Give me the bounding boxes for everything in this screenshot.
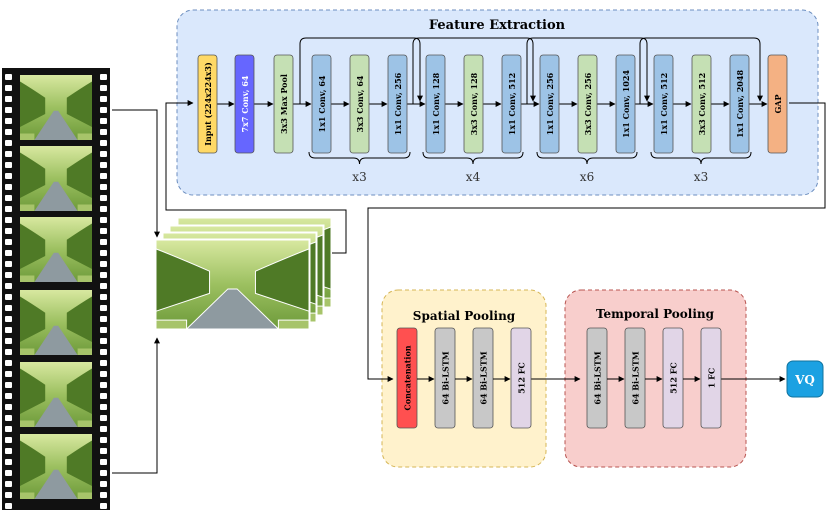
- spatial-block-label: 64 Bi-LSTM: [479, 351, 489, 404]
- repeat-label: x6: [580, 170, 594, 184]
- fe-block-label: GAP: [773, 94, 783, 113]
- fe-block: 1x1 Conv, 512: [501, 54, 522, 154]
- feature-extraction-connectors: [217, 37, 768, 165]
- film-frame: [20, 362, 92, 427]
- fe-block-label: 1x1 Conv, 256: [545, 72, 555, 135]
- fe-block-label: 1x1 Conv, 64: [317, 75, 327, 132]
- film-frames: [20, 75, 92, 499]
- stacked-frame: [154, 238, 311, 331]
- fe-block: 1x1 Conv, 64: [311, 54, 332, 154]
- temporal-block-label: 64 Bi-LSTM: [593, 351, 603, 404]
- film-frame: [20, 217, 92, 282]
- film-sprockets: [5, 74, 107, 509]
- fe-block: 1x1 Conv, 256: [387, 54, 408, 154]
- temporal-block: 64 Bi-LSTM: [624, 327, 646, 429]
- repeat-labels: x3 x4 x6 x3: [352, 170, 708, 184]
- fe-block-label: 7x7 Conv, 64: [240, 75, 250, 132]
- film-strip: [2, 68, 110, 510]
- stacked-frames-image: [154, 216, 333, 331]
- spatial-block-label: 64 Bi-LSTM: [441, 351, 451, 404]
- fe-block: 3x3 Conv, 256: [577, 54, 598, 154]
- film-frame: [20, 75, 92, 140]
- temporal-block: 512 FC: [662, 327, 684, 429]
- repeat-label: x4: [466, 170, 481, 184]
- fe-block: 3x3 Conv, 128: [463, 54, 484, 154]
- fe-block: 3x3 Max Pool: [273, 54, 294, 154]
- connectors: [112, 100, 826, 474]
- fe-block-label: 1x1 Conv, 128: [431, 72, 441, 135]
- fe-block-label: 3x3 Conv, 256: [583, 72, 593, 135]
- spatial-block: 64 Bi-LSTM: [472, 327, 494, 429]
- feature-extraction-title: Feature Extraction: [429, 18, 566, 33]
- repeat-label: x3: [694, 170, 708, 184]
- fe-block-label: Input (224x224x3): [203, 62, 213, 146]
- temporal-block-label: 1 FC: [707, 368, 717, 388]
- fe-block-label: 1x1 Conv, 1024: [621, 70, 631, 138]
- fe-block: 1x1 Conv, 256: [539, 54, 560, 154]
- spatial-block-label: Concatenation: [403, 345, 413, 410]
- fe-block-label: 1x1 Conv, 256: [393, 72, 403, 135]
- fe-block-label: 3x3 Conv, 128: [469, 72, 479, 135]
- fe-block-label: 1x1 Conv, 512: [507, 73, 517, 135]
- film-frame: [20, 434, 92, 499]
- film-frame: [20, 146, 92, 211]
- spatial-block: 64 Bi-LSTM: [434, 327, 456, 429]
- fe-block-label: 1x1 Conv, 512: [659, 73, 669, 135]
- fe-block: 1x1 Conv, 512: [653, 54, 674, 154]
- spatial-pooling-title: Spatial Pooling: [413, 309, 516, 323]
- temporal-pooling-title: Temporal Pooling: [596, 307, 715, 321]
- temporal-block-label: 512 FC: [669, 362, 679, 394]
- spatial-block-label: 512 FC: [517, 362, 527, 394]
- fe-block: 7x7 Conv, 64: [234, 54, 255, 154]
- vq-output: VQ: [786, 360, 824, 398]
- fe-block-label: 3x3 Max Pool: [279, 74, 289, 134]
- temporal-block: 64 Bi-LSTM: [586, 327, 608, 429]
- spatial-block: 512 FC: [510, 327, 532, 429]
- fe-block: Input (224x224x3): [197, 54, 218, 154]
- fe-block-label: 1x1 Conv, 2048: [735, 70, 745, 138]
- film-frame: [20, 290, 92, 355]
- temporal-block: 1 FC: [700, 327, 722, 429]
- temporal-pooling-blocks: 64 Bi-LSTM 64 Bi-LSTM 512 FC 1 FC: [586, 327, 722, 429]
- fe-block-label: 3x3 Conv, 64: [355, 75, 365, 132]
- fe-block-label: 3x3 Conv, 512: [697, 73, 707, 135]
- fe-block: 3x3 Conv, 64: [349, 54, 370, 154]
- feature-extraction-blocks: Input (224x224x3) 7x7 Conv, 64 3x3 Max Poo…: [197, 54, 788, 154]
- spatial-block: Concatenation: [396, 327, 418, 429]
- repeat-label: x3: [352, 170, 366, 184]
- spatial-pooling-blocks: Concatenation 64 Bi-LSTM 64 Bi-LSTM 512 FC: [396, 327, 532, 429]
- vq-output-label: VQ: [794, 373, 815, 387]
- fe-block: GAP: [767, 54, 788, 154]
- fe-block: 3x3 Conv, 512: [691, 54, 712, 154]
- fe-block: 1x1 Conv, 2048: [729, 54, 750, 154]
- fe-block: 1x1 Conv, 128: [425, 54, 446, 154]
- temporal-block-label: 64 Bi-LSTM: [631, 351, 641, 404]
- fe-block: 1x1 Conv, 1024: [615, 54, 636, 154]
